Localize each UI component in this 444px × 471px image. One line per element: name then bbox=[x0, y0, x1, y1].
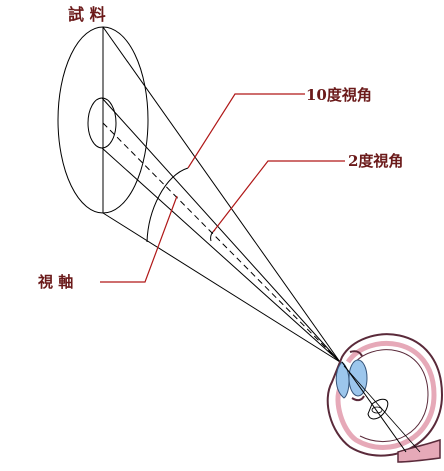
inner-field-ellipse bbox=[87, 97, 117, 149]
eye-optic-axis-2 bbox=[343, 365, 421, 453]
eye-cross-section bbox=[326, 333, 444, 463]
specimen-disk bbox=[57, 26, 149, 214]
leader-lines bbox=[100, 93, 345, 283]
label-2deg: 2度視角 bbox=[348, 152, 403, 170]
cone-2deg bbox=[101, 97, 341, 363]
label-10deg: 10度視角 bbox=[306, 86, 372, 104]
cone-2deg-top-line bbox=[101, 97, 341, 363]
leader-2deg bbox=[212, 160, 345, 233]
label-visual-axis: 視 軸 bbox=[37, 273, 73, 291]
visual-axis-line bbox=[102, 122, 341, 363]
cone-2deg-bottom-line bbox=[101, 147, 341, 363]
eye-lens-muscle bbox=[367, 398, 389, 420]
leader-10deg bbox=[187, 93, 305, 169]
leader-visual-axis bbox=[100, 195, 178, 283]
cone-10deg-bottom-line bbox=[102, 212, 341, 363]
cone-10deg-section-arc bbox=[146, 167, 189, 243]
specimen-label: 試 料 bbox=[68, 5, 106, 24]
eye-cornea bbox=[335, 361, 350, 399]
eye-lens bbox=[348, 359, 368, 397]
eye-retina bbox=[351, 349, 429, 442]
eye-iris bbox=[349, 350, 365, 402]
eye-choroid bbox=[335, 340, 437, 450]
eye-lens-muscle-inner bbox=[371, 406, 383, 414]
cone-10deg-top-line bbox=[102, 26, 341, 363]
cone-10deg bbox=[102, 26, 341, 363]
eye-optic-axis bbox=[341, 361, 407, 453]
